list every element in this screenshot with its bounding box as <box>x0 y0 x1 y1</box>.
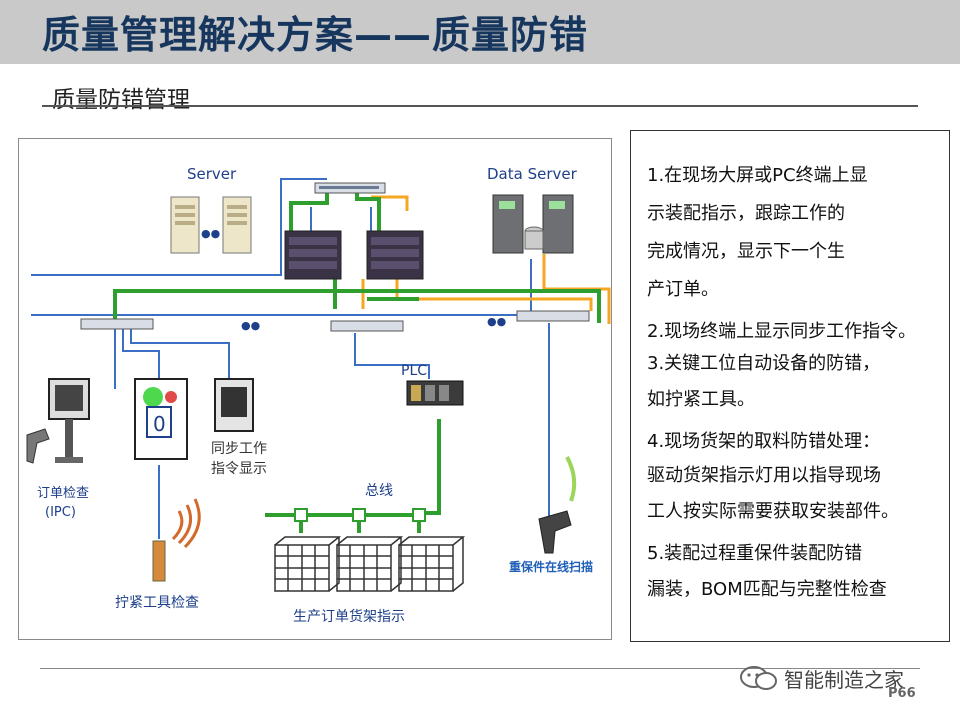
order-check-label: 订单检查 <box>37 486 89 501</box>
scan-label: 重保件在线扫描 <box>509 559 593 574</box>
core-switch-icon <box>314 182 386 194</box>
page-number: P66 <box>888 686 916 701</box>
barcode-gun-icon <box>26 428 50 464</box>
note-4-line-2: 驱动货架指示灯用以指导现场 <box>647 465 881 486</box>
note-3-line-1: 3.关键工位自动设备的防错， <box>647 353 881 374</box>
network-diagram-svg: ●● Server Data Server <box>26 165 611 625</box>
station-digit: 0 <box>153 412 166 436</box>
handheld-scanner-icon <box>538 456 577 554</box>
note-1-line-4: 产订单。 <box>647 279 719 300</box>
sync-label-2: 指令显示 <box>211 461 267 477</box>
tighten-label: 拧紧工具检查 <box>115 595 199 611</box>
section-subtitle: 质量防错管理 <box>52 87 190 113</box>
note-1-line-1: 1.在现场大屏或PC终端上显 <box>647 165 868 186</box>
network-diagram: ●● Server Data Server <box>18 138 612 640</box>
notes-panel: 1.在现场大屏或PC终端上显 示装配指示，跟踪工作的 完成情况，显示下一个生 产… <box>630 130 950 642</box>
green-cables <box>113 189 601 533</box>
note-3-line-2: 如拧紧工具。 <box>647 389 755 410</box>
wechat-brand: 智能制造之家 <box>784 668 904 692</box>
server-dots: ●● <box>201 227 220 240</box>
note-4-line-1: 4.现场货架的取料防错处理： <box>647 431 881 452</box>
station-indicator-icon <box>134 378 188 460</box>
sync-display-icon <box>214 378 254 432</box>
bus-label: 总线 <box>365 483 393 499</box>
server-label: Server <box>187 165 237 183</box>
note-1-line-2: 示装配指示，跟踪工作的 <box>647 203 845 224</box>
page-title: 质量管理解决方案——质量防错 <box>42 13 589 57</box>
bus-nodes <box>294 508 426 522</box>
terminal-icon <box>48 378 90 463</box>
note-2: 2.现场终端上显示同步工作指令。 <box>647 321 917 342</box>
dots-right: ●● <box>487 315 506 328</box>
data-server-label: Data Server <box>487 165 578 183</box>
order-check-ipc-label: (IPC) <box>45 505 76 520</box>
access-switch-icon <box>80 310 590 332</box>
note-5-line-2: 漏装，BOM匹配与完整性检查 <box>647 579 887 600</box>
subtitle-divider <box>42 105 918 107</box>
data-server-icon <box>492 194 574 254</box>
shelf-rack-icon <box>274 536 466 592</box>
router-rack-icon <box>284 230 424 280</box>
server-icon <box>170 196 252 254</box>
note-4-line-3: 工人按实际需要获取安装部件。 <box>647 501 899 522</box>
note-1-line-3: 完成情况，显示下一个生 <box>647 241 845 262</box>
wechat-icon <box>740 666 777 690</box>
tightening-tool-icon <box>152 498 201 582</box>
header-band <box>0 0 960 64</box>
rack-label: 生产订单货架指示 <box>293 608 405 625</box>
plc-icon <box>406 380 464 406</box>
note-5-line-1: 5.装配过程重保件装配防错 <box>647 543 863 564</box>
sync-label-1: 同步工作 <box>211 441 267 457</box>
plc-label: PLC <box>401 363 427 379</box>
dots-middle: ●● <box>241 319 260 332</box>
wechat-watermark: 智能制造之家 <box>738 664 928 692</box>
footer-divider <box>40 668 920 669</box>
